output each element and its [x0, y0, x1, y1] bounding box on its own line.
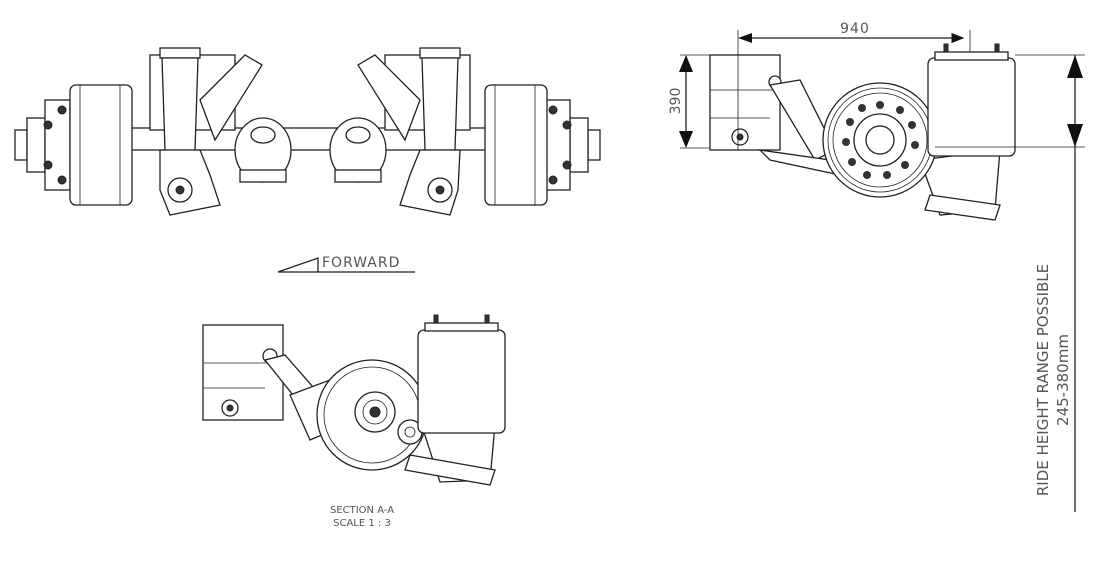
section-air-spring: [417, 314, 506, 434]
section-title: SECTION A-A: [330, 505, 394, 516]
dimension-390-label: 390: [668, 88, 684, 115]
ride-height-label: RIDE HEIGHT RANGE POSSIBLE: [1034, 264, 1052, 496]
dimension-390: 390: [668, 54, 710, 149]
right-air-spring: [329, 117, 387, 183]
forward-arrow: FORWARD: [277, 255, 415, 273]
left-hub: [14, 84, 133, 206]
right-hanger-bracket: [357, 47, 471, 216]
front-view-axle: [14, 47, 601, 216]
section-drum: [316, 359, 428, 471]
side-view: 940 390 RIDE HEIGHT RANGE POSSIBLE 245-3…: [668, 21, 1085, 512]
left-air-spring: [234, 117, 292, 183]
dimension-940: 940: [737, 21, 971, 150]
ride-height-range: 245-380mm: [1054, 334, 1072, 426]
section-scale: SCALE 1 : 3: [333, 518, 391, 529]
side-view-air-spring: [927, 43, 1016, 157]
side-view-wheel-hub: [822, 82, 938, 198]
dimension-940-label: 940: [840, 21, 870, 37]
forward-label: FORWARD: [322, 255, 400, 271]
section-view: SECTION A-A SCALE 1 : 3: [202, 314, 506, 529]
left-hanger-bracket: [149, 47, 263, 216]
right-hub: [484, 84, 601, 206]
ride-height-dimension: RIDE HEIGHT RANGE POSSIBLE 245-380mm: [935, 54, 1085, 512]
